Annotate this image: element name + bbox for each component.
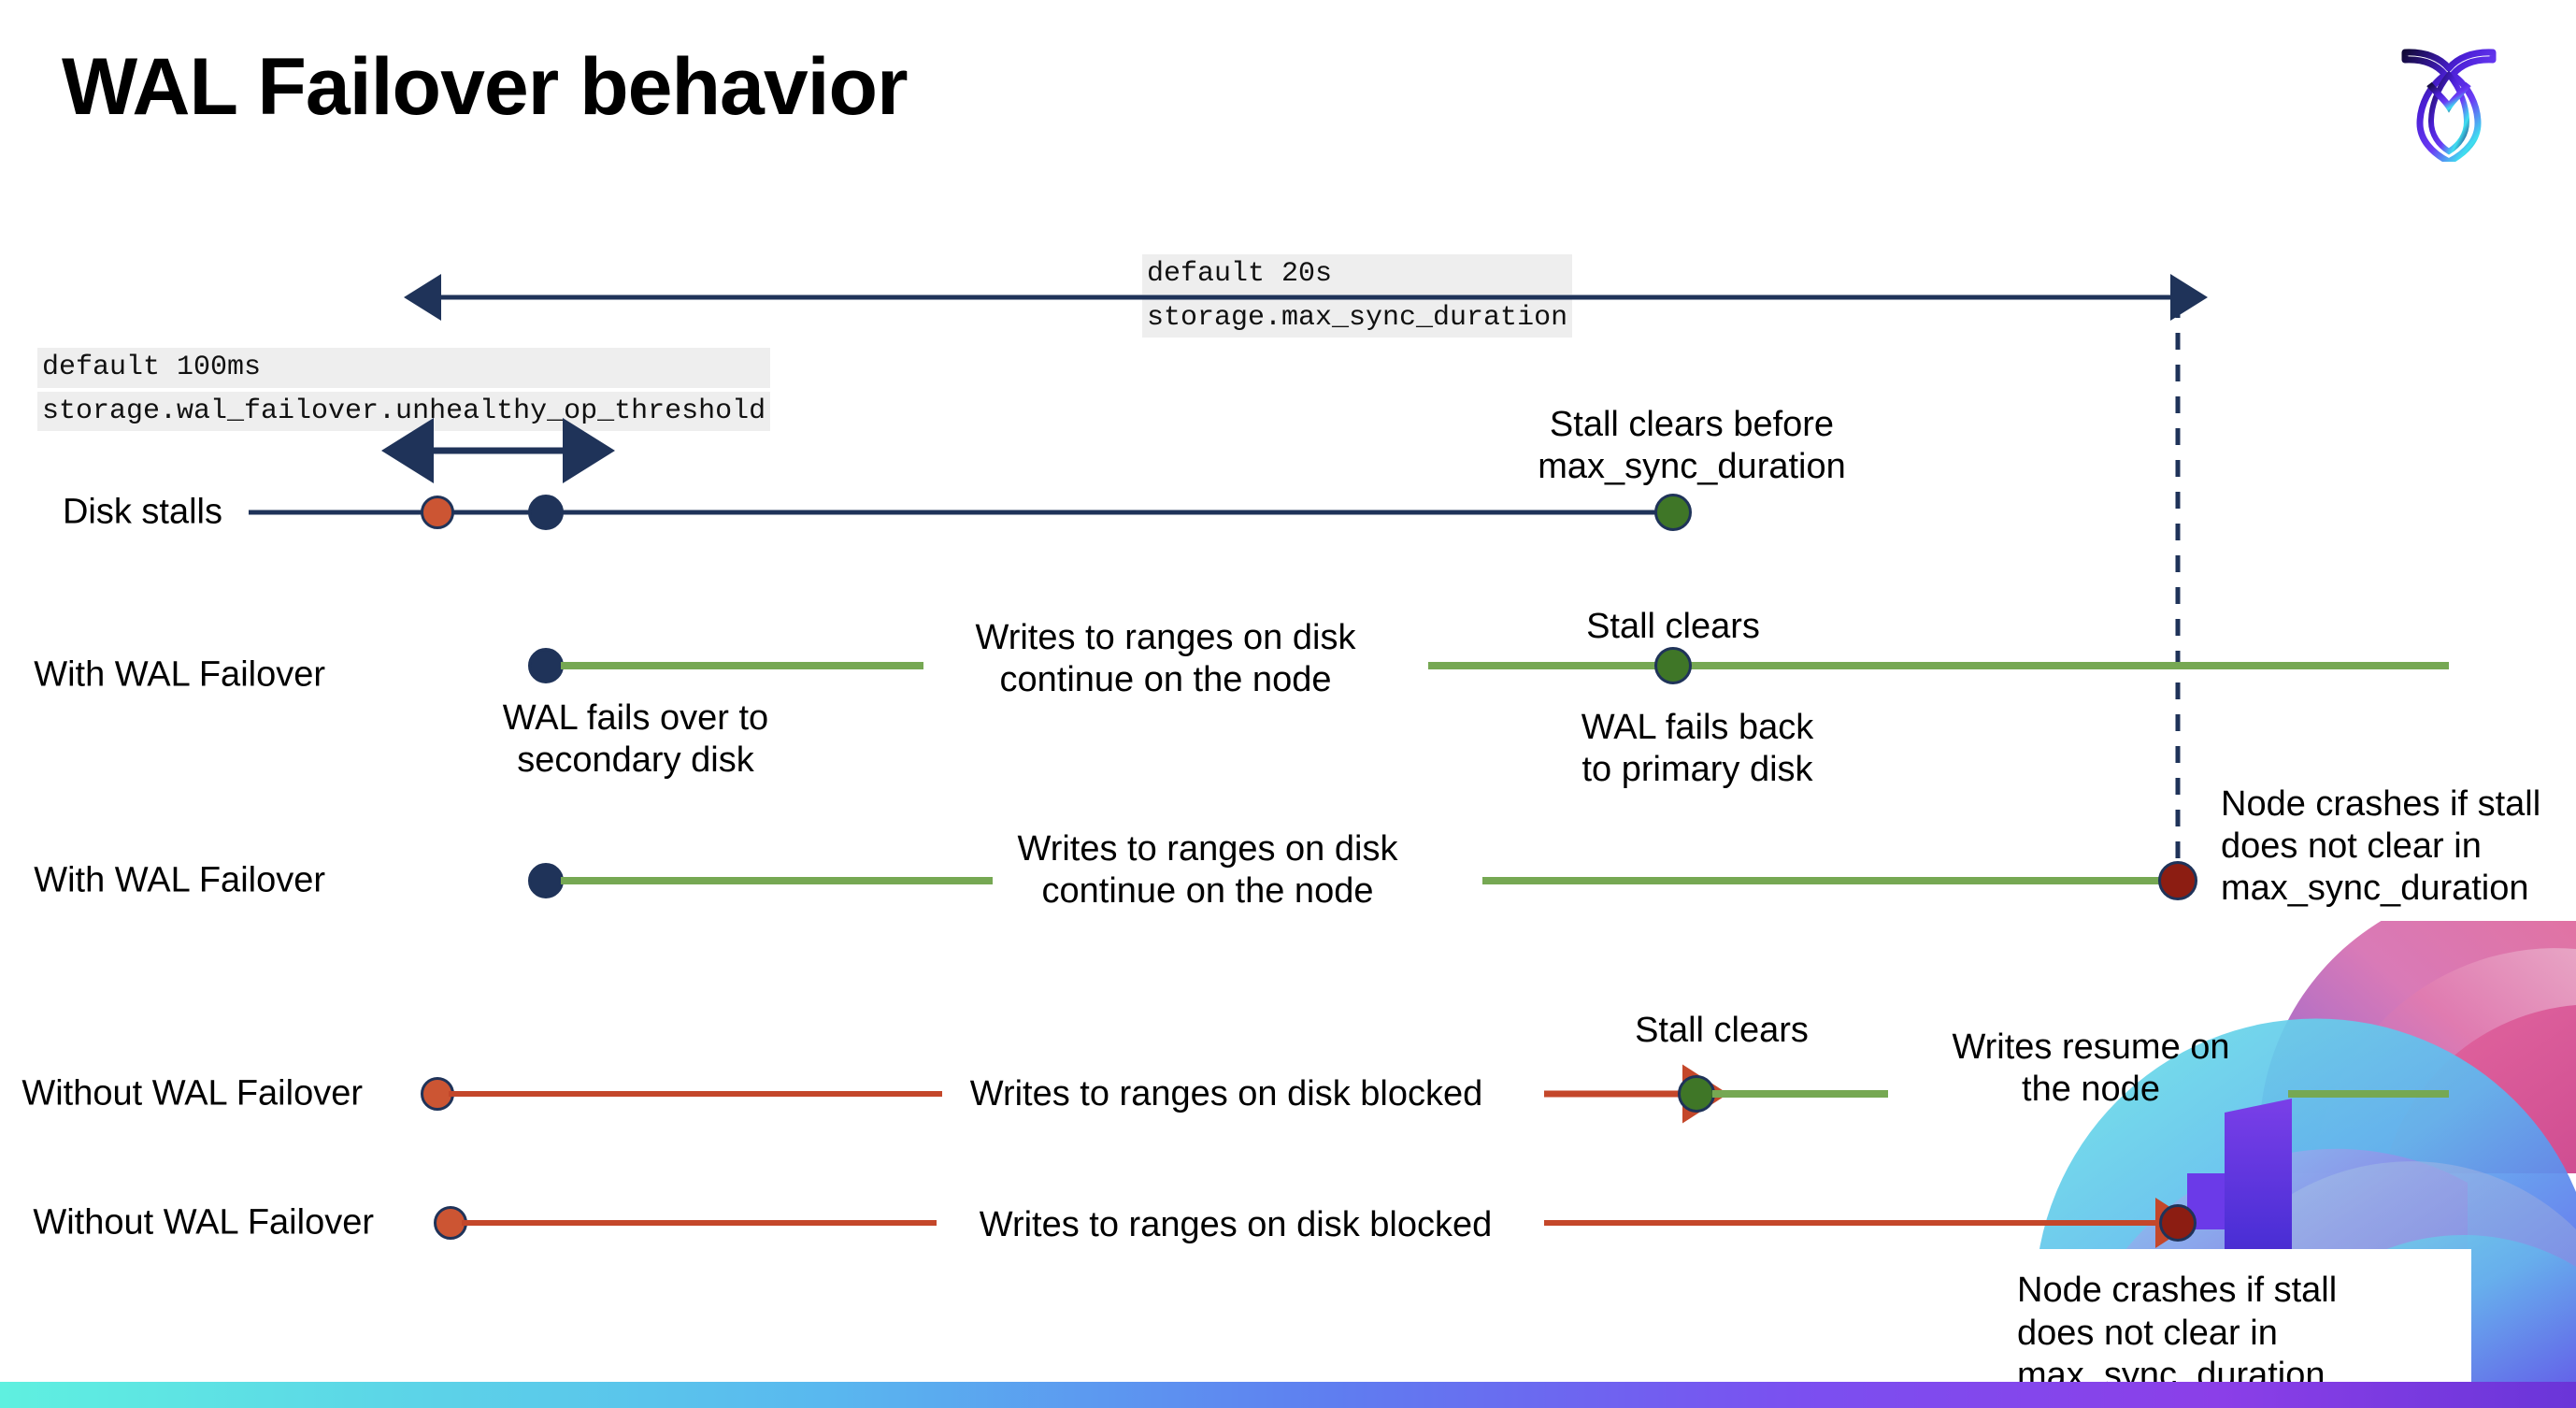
note-writes-blocked-2: Writes to ranges on disk blocked [979,1205,1493,1244]
unhealthy-op-threshold-label: default 100ms storage.wal_failover.unhea… [37,348,771,431]
wal-failover-start-marker-1 [528,648,564,683]
note-writes-blocked-1: Writes to ranges on disk blocked [969,1074,1483,1113]
wal-failover-segment-1a [561,662,923,669]
note-writes-resume: Writes resume on the node [1952,1027,2230,1109]
node-crash-marker-1 [2158,861,2197,900]
max-sync-duration-setting: storage.max_sync_duration [1142,297,1573,338]
note-stall-clears-1: Stall clears [1586,607,1760,646]
max-sync-duration-default: default 20s [1142,254,1573,295]
blocked-segment-2 [462,1220,937,1226]
note-stall-clears-before: Stall clears before max_sync_duration [1538,405,1846,486]
disk-stall-cleared-marker [1654,494,1692,531]
note-stall-clears-2: Stall clears [1635,1011,1809,1050]
disk-stalls-timeline [249,510,1677,515]
bottom-gradient-bar [0,1382,2576,1408]
wal-failover-start-marker-2 [528,863,564,898]
note-wal-fails-back: WAL fails back to primary disk [1581,708,1814,789]
max-sync-duration-label: default 20s storage.max_sync_duration [1142,254,1573,338]
disk-stall-start-marker [421,496,454,529]
stall-clears-marker-1 [1654,647,1692,684]
writes-resume-segment-1 [1712,1090,1888,1098]
node-crash-marker-2 [2159,1204,2197,1242]
note-node-crashes-1: Node crashes if stall does not clear in … [2221,784,2541,908]
lane-label-without-wal-failover-2: Without WAL Failover [33,1202,374,1243]
blocked-segment-1 [449,1091,942,1097]
lane-label-disk-stalls: Disk stalls [62,492,222,532]
lane-label-with-wal-failover-2: With WAL Failover [34,860,325,900]
stall-clears-marker-2 [1678,1075,1715,1113]
unhealthy-op-threshold-default: default 100ms [37,348,771,388]
lane-label-without-wal-failover-1: Without WAL Failover [21,1073,363,1113]
wal-failover-segment-2b [1482,877,2176,884]
page-title: WAL Failover behavior [62,42,909,132]
note-wal-fails-over: WAL fails over to secondary disk [502,698,769,780]
unhealthy-op-threshold-setting: storage.wal_failover.unhealthy_op_thresh… [37,391,771,431]
lane-label-with-wal-failover-1: With WAL Failover [34,654,325,695]
note-writes-continue-2: Writes to ranges on disk continue on the… [1017,829,1398,911]
wal-failover-segment-2a [561,877,993,884]
disk-stall-detected-marker [528,495,564,530]
writes-resume-segment-2 [2288,1090,2449,1098]
note-node-crashes-2: Node crashes if stall does not clear in … [1989,1249,2471,1408]
wal-failover-segment-1b [1428,662,2449,669]
note-writes-continue-1: Writes to ranges on disk continue on the… [975,618,1356,699]
cockroachdb-logo-icon [2388,26,2510,165]
